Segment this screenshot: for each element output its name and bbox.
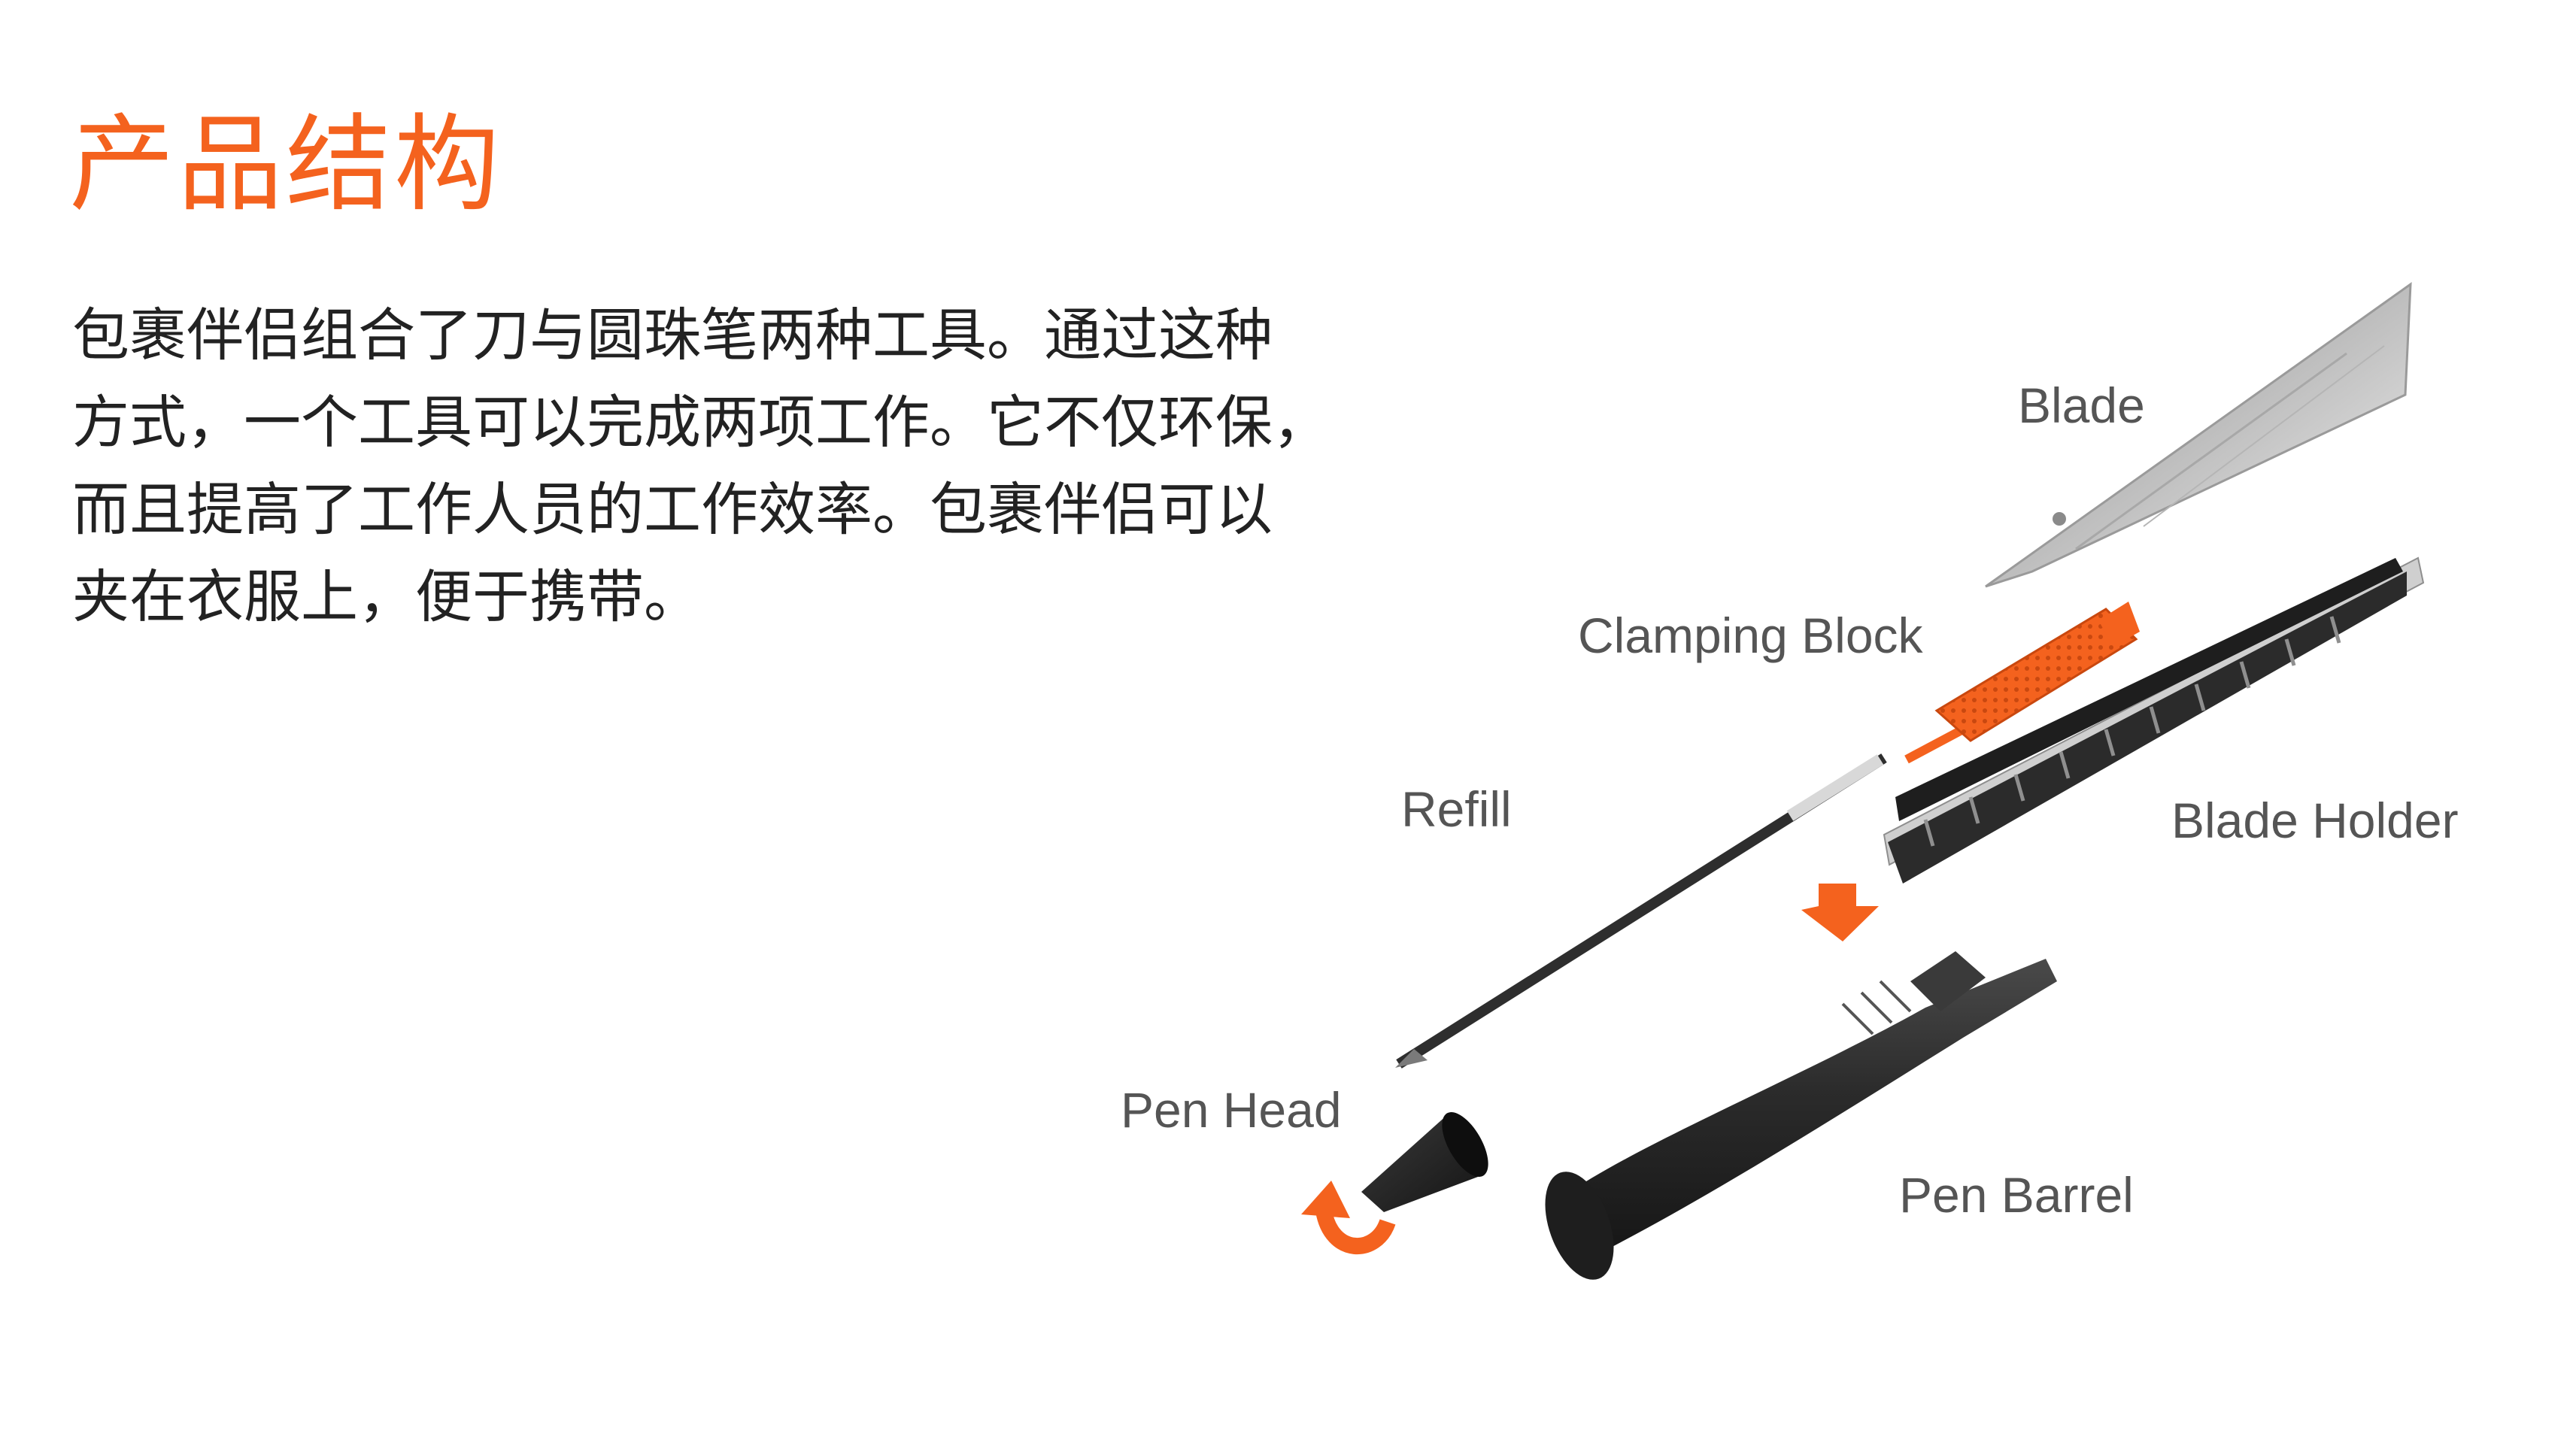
rotate-arrow-icon [1301,1181,1396,1255]
label-clamping-block: Clamping Block [1578,608,1923,663]
down-arrow-icon [1801,884,1879,941]
clamping-block-part [1904,602,2140,764]
label-blade: Blade [2018,377,2145,433]
label-pen-barrel: Pen Barrel [1899,1167,2134,1223]
description-line: 方式，一个工具可以完成两项工作。它不仅环保， [72,389,1330,456]
label-pen-head: Pen Head [1121,1082,1342,1138]
description: 包裹伴侣组合了刀与圆珠笔两种工具。通过这种 方式，一个工具可以完成两项工作。它不… [72,292,1330,641]
pen-head-part [1361,1112,1488,1212]
page-title: 产品结构 [69,104,503,226]
pen-barrel-part [1545,951,2057,1280]
description-line: 而且提高了工作人员的工作效率。包裹伴侣可以 [72,476,1273,543]
description-line: 包裹伴侣组合了刀与圆珠笔两种工具。通过这种 [72,302,1273,368]
blade-holder-part [1883,556,2425,884]
label-blade-holder: Blade Holder [2171,793,2459,848]
label-refill: Refill [1401,781,1512,837]
refill-part [1395,753,1887,1069]
blade-part [1985,281,2412,588]
description-line: 夹在衣服上，便于携带。 [72,563,701,630]
